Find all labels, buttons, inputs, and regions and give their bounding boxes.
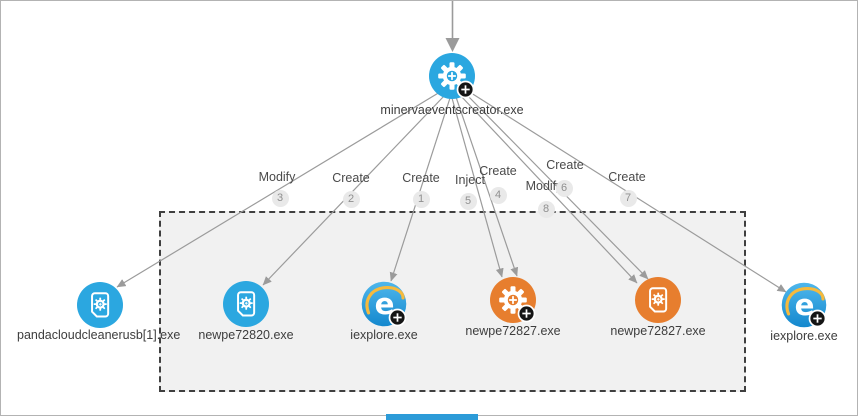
edge-action-label: Modify xyxy=(525,179,563,193)
process-node[interactable]: e xyxy=(781,282,827,328)
edge-action-label: Create xyxy=(332,171,370,185)
process-node-label: iexplore.exe xyxy=(770,329,838,343)
edge-action-label: Create xyxy=(479,164,517,178)
process-node[interactable] xyxy=(429,53,475,99)
incoming-edge-arrowhead xyxy=(445,38,460,52)
edge-sequence-badge: 1 xyxy=(412,190,430,208)
edge-sequence-badge: 7 xyxy=(619,189,637,207)
process-node[interactable] xyxy=(635,277,681,323)
process-node[interactable] xyxy=(490,277,536,323)
plus-badge-icon[interactable] xyxy=(517,304,536,323)
process-node-label: newpe72820.exe xyxy=(198,328,294,342)
process-node[interactable] xyxy=(223,281,269,327)
plus-badge-icon[interactable] xyxy=(388,308,407,327)
process-node-label: newpe72827.exe xyxy=(465,324,561,338)
edge-sequence-badge: 6 xyxy=(555,179,573,197)
edge-line xyxy=(455,96,519,277)
svg-text:e: e xyxy=(375,287,395,321)
edge-sequence-badge: 2 xyxy=(342,190,360,208)
process-node[interactable] xyxy=(77,282,123,328)
edge-line xyxy=(451,97,504,278)
process-node-label: minervaeventscreator.exe xyxy=(380,103,524,117)
edge-line xyxy=(262,94,446,286)
edge-sequence-badge: 3 xyxy=(271,189,289,207)
process-node-label: newpe72827.exe xyxy=(610,324,706,338)
edge-line xyxy=(459,94,638,284)
edge-sequence-badge: 5 xyxy=(459,192,477,210)
process-node-label: pandacloudcleanerusb[1].exe xyxy=(17,328,181,342)
process-node[interactable]: e xyxy=(361,281,407,327)
file-gear-icon xyxy=(223,281,269,327)
plus-badge-icon[interactable] xyxy=(456,80,475,99)
file-gear-icon xyxy=(635,277,681,323)
edge-action-label: Modify xyxy=(258,170,296,184)
edge-action-label: Create xyxy=(546,158,584,172)
edge-action-label: Create xyxy=(402,171,440,185)
svg-text:e: e xyxy=(795,288,815,322)
process-node-label: iexplore.exe xyxy=(350,328,418,342)
edge-action-label: Inject xyxy=(455,173,485,187)
edge-line xyxy=(389,97,451,282)
file-gear-icon xyxy=(77,282,123,328)
edge-sequence-badge: 4 xyxy=(489,186,507,204)
plus-badge-icon[interactable] xyxy=(808,309,827,328)
edge-action-label: Create xyxy=(608,170,646,184)
edge-sequence-badge: 8 xyxy=(537,200,555,218)
horizontal-scrollbar-thumb[interactable] xyxy=(386,414,478,420)
